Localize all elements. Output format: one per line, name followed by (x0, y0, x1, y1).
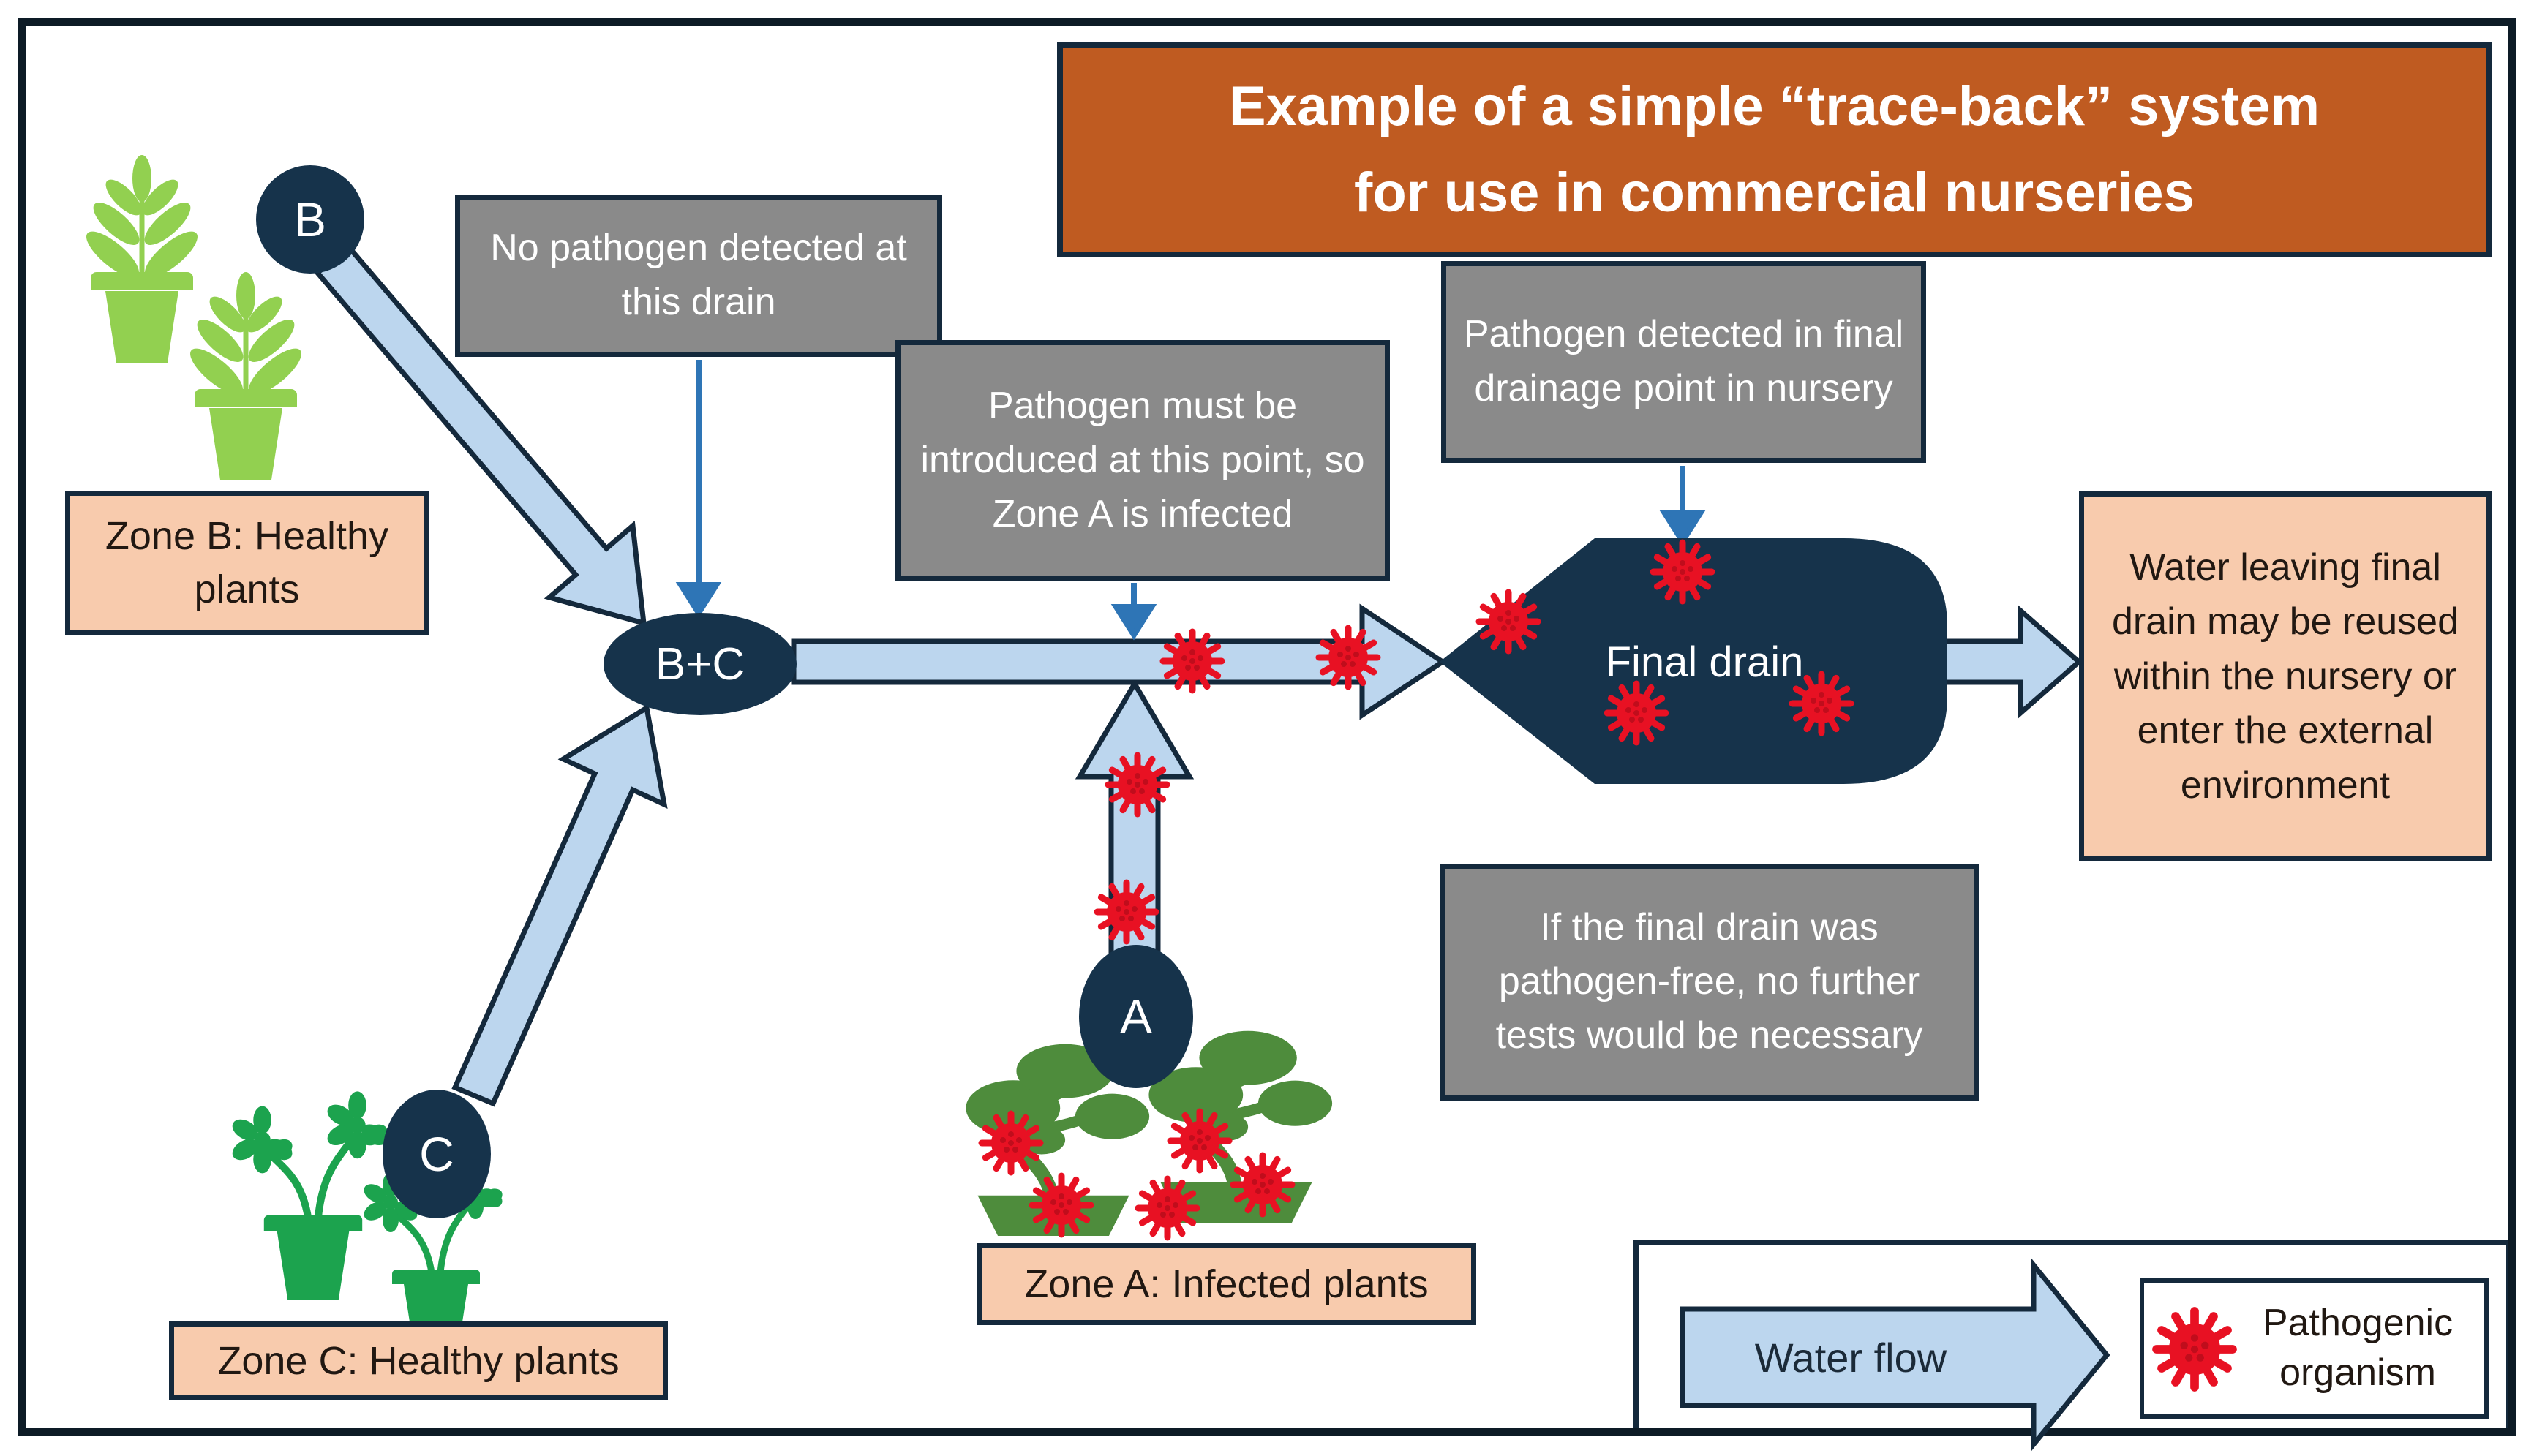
page-title: Example of a simple “trace-back” system … (1057, 42, 2492, 257)
node-a-label: A (1119, 989, 1153, 1044)
node-a-circle (1079, 945, 1193, 1088)
node-bc-label: B+C (655, 638, 745, 690)
callout-pathogen-detected-final: Pathogen detected in final drainage poin… (1441, 261, 1926, 463)
zone-a-label: Zone A: Infected plants (977, 1243, 1476, 1325)
node-b-circle (256, 165, 364, 274)
node-bc-ellipse (604, 613, 797, 715)
node-c-circle (383, 1090, 491, 1218)
water-flow-arrow-b-to-bc (314, 243, 647, 627)
water-flow-arrow-a-up (1075, 679, 1195, 990)
water-flow-arrow-c-to-bc (451, 704, 668, 1107)
final-drain-label: Final drain (1605, 638, 1804, 686)
legend-water-flow-label: Water flow (1754, 1334, 1947, 1381)
connector-callout-to-bc (675, 360, 722, 619)
water-flow-arrow-final-drain-out (1928, 605, 2083, 719)
legend-pathogen-icon (2157, 1311, 2233, 1387)
zone-b-plant-icon (80, 155, 204, 363)
zone-b-label: Zone B: Healthy plants (65, 491, 429, 635)
zone-c-label: Zone C: Healthy plants (169, 1321, 668, 1400)
zone-b-plant-icon (184, 272, 308, 480)
callout-no-pathogen-at-drain: No pathogen detected at this drain (455, 195, 942, 357)
callout-no-further-tests: If the final drain was pathogen-free, no… (1440, 864, 1979, 1101)
node-b-label: B (293, 192, 327, 246)
connector-callout-to-flow (1110, 583, 1157, 641)
page-title-line2: for use in commercial nurseries (1354, 162, 2195, 224)
legend-pathogen-label: Pathogenic organism (2262, 1302, 2454, 1394)
node-c-label: C (419, 1127, 454, 1181)
legend-water-flow-arrow (1680, 1258, 2110, 1452)
connector-callout-to-final-drain (1659, 466, 1706, 547)
page-border (18, 18, 2516, 1436)
outcome-box: Water leaving final drain may be reused … (2079, 491, 2492, 861)
callout-pathogen-introduced: Pathogen must be introduced at this poin… (895, 340, 1390, 581)
page-title-line1: Example of a simple “trace-back” system (1228, 75, 2320, 138)
